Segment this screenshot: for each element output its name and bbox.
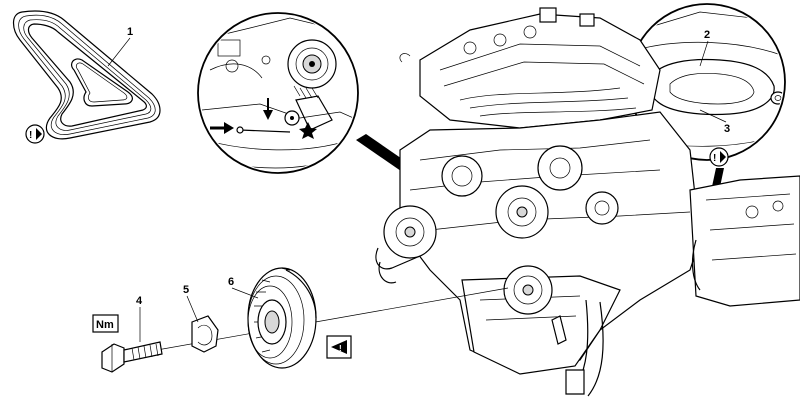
svg-text:!: ! <box>339 344 342 353</box>
callout-5: 5 <box>183 284 189 296</box>
gearbox <box>689 175 800 307</box>
callout-3: 3 <box>724 123 730 135</box>
svg-text:Nm: Nm <box>96 319 114 331</box>
svg-text:!: ! <box>29 130 32 141</box>
bolt <box>101 341 163 373</box>
info-marker-icon: ! <box>25 124 45 144</box>
svg-text:!: ! <box>713 153 716 164</box>
callout-4: 4 <box>136 295 143 307</box>
magnifier-detail-icon <box>197 12 359 174</box>
engine-assembly <box>375 7 701 397</box>
callout-2: 2 <box>704 29 710 41</box>
ribbed-belt-icon <box>12 10 161 140</box>
magnifier-detail-icon: ! <box>628 3 786 167</box>
thrust-washer <box>191 315 219 353</box>
warning-triangle-icon: ! <box>326 335 352 359</box>
vibration-damper-pulley <box>247 267 317 369</box>
callout-1: 1 <box>127 26 133 38</box>
torque-spec-badge: Nm <box>92 314 119 333</box>
callout-6: 6 <box>228 276 234 288</box>
